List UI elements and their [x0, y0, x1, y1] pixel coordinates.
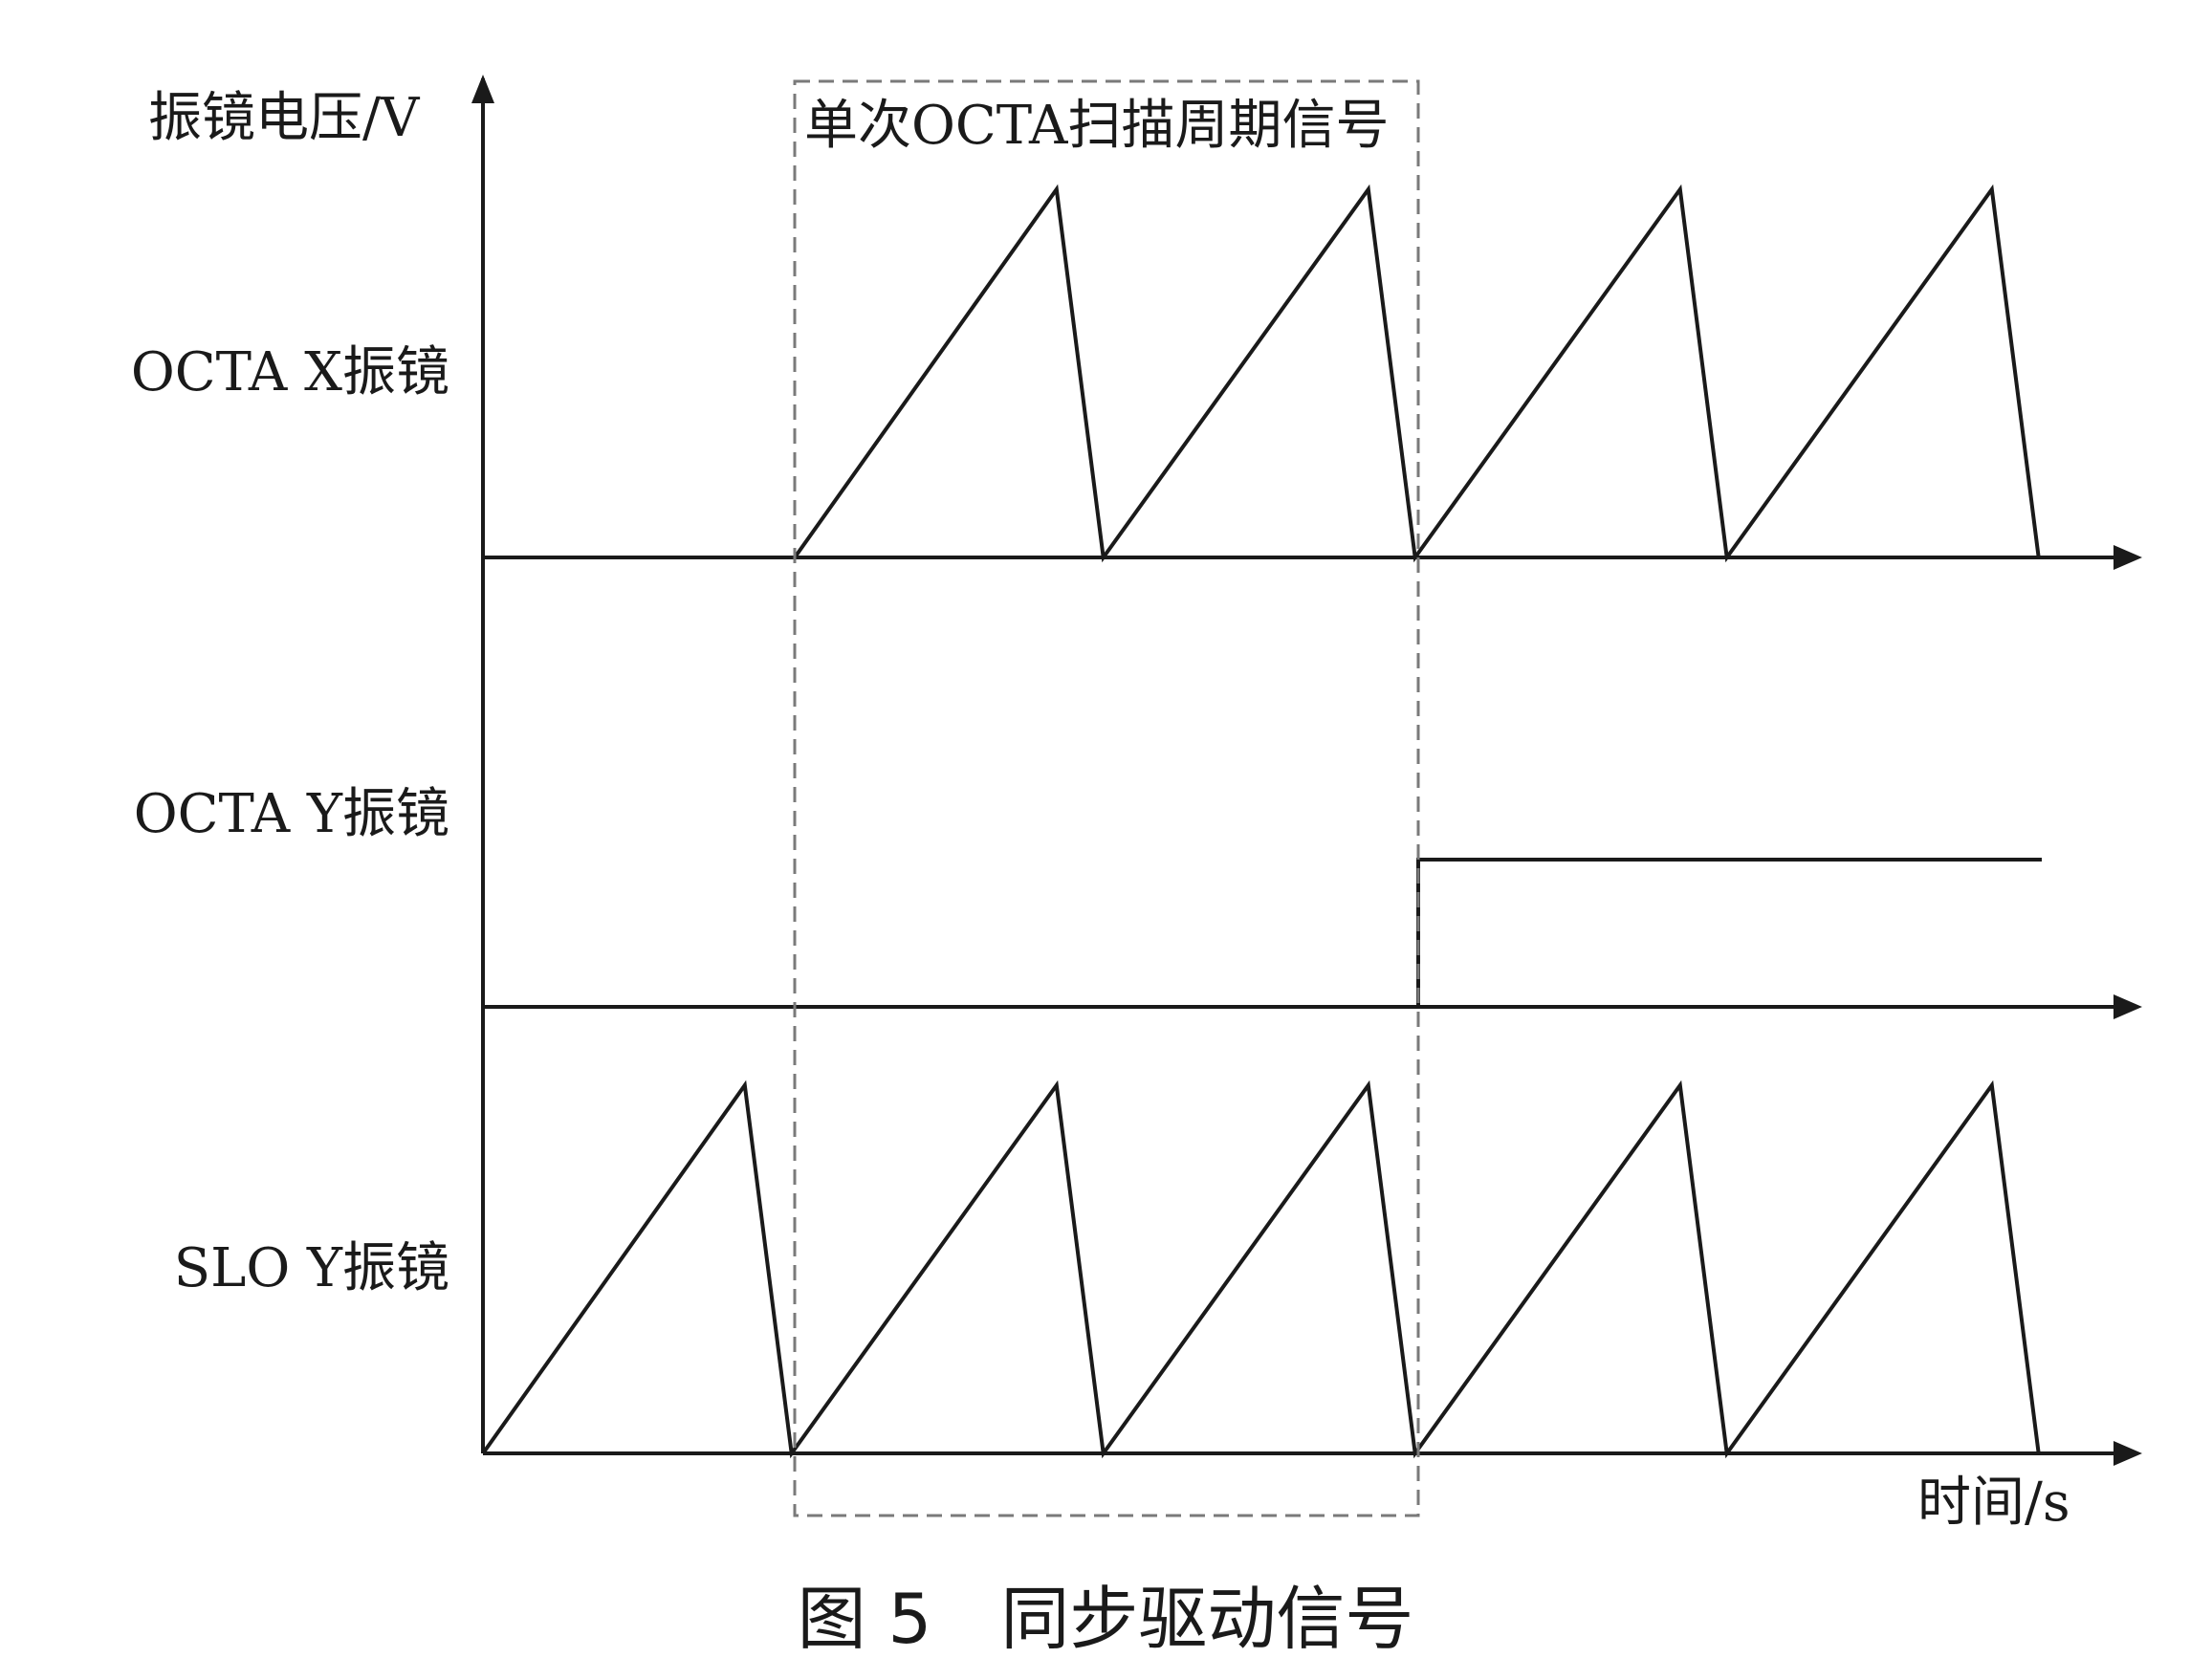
series-octa-x-waveform — [483, 184, 2041, 563]
series-octa-y-waveform — [483, 858, 2042, 1009]
series-label-octa-y: OCTA Y振镜 — [134, 783, 449, 845]
baseline-octa-x-arrow-icon — [2113, 545, 2142, 570]
figure-caption: 图 5 同步驱动信号 — [798, 1579, 1414, 1659]
series-label-octa-x: OCTA X振镜 — [131, 341, 449, 404]
x-axis-label: 时间/s — [1917, 1472, 2070, 1534]
baseline-octa-y-arrow-icon — [2113, 994, 2142, 1019]
scan-period-window — [793, 79, 1420, 1517]
series-slo-y-waveform — [481, 1080, 2041, 1459]
y-axis-arrow-icon — [471, 75, 494, 103]
y-axis-label: 振镜电压/V — [148, 87, 421, 149]
scan-period-window-label: 单次OCTA扫描周期信号 — [804, 95, 1390, 157]
series-label-slo-y: SLO Y振镜 — [174, 1237, 449, 1299]
baseline-slo-y-arrow-icon — [2113, 1441, 2142, 1466]
